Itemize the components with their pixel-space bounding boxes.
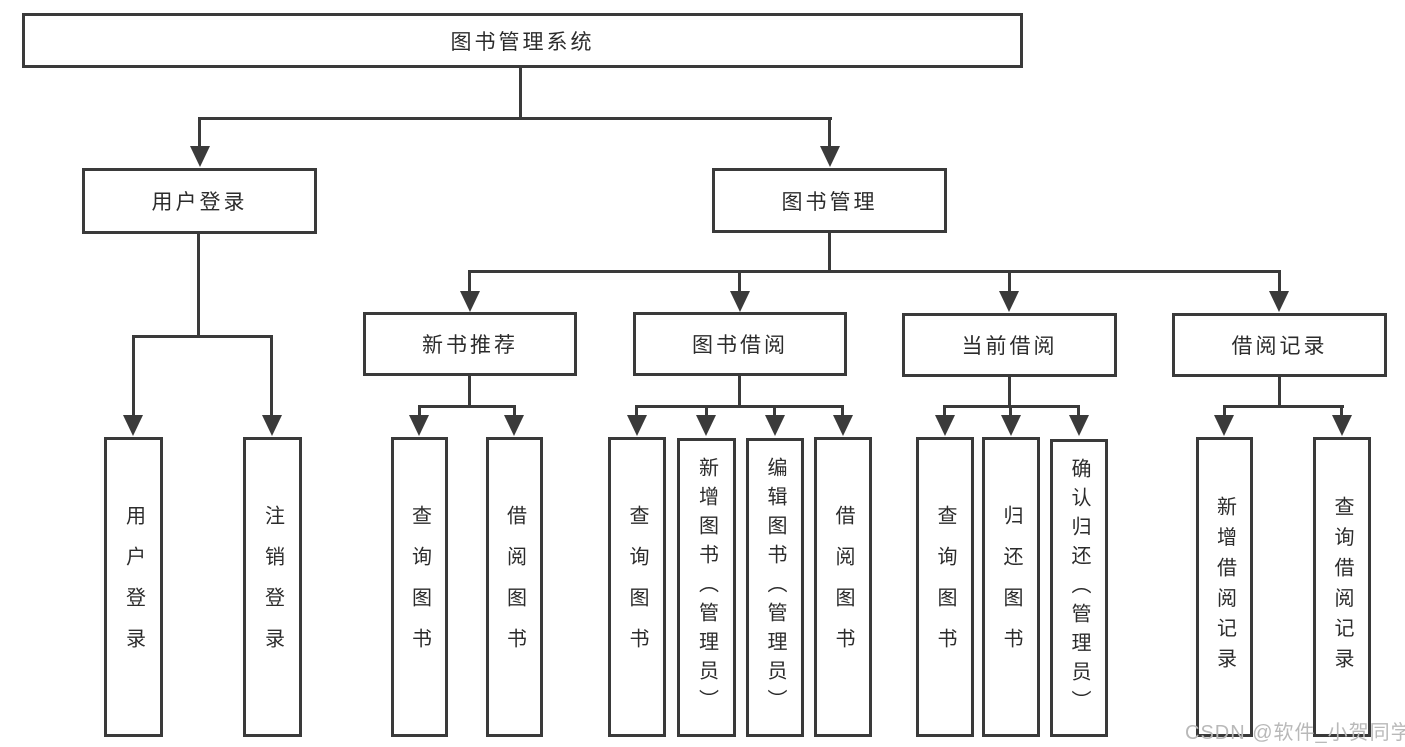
connector-line <box>773 405 776 418</box>
leaf-user-login: 用户登录 <box>104 437 163 737</box>
connector-line <box>418 405 516 408</box>
connector-line <box>635 405 844 408</box>
node-label: 用户登录 <box>151 191 248 214</box>
node-label: 图书管理 <box>781 190 878 214</box>
leaf-query-borrow-record: 查询借阅记录 <box>1313 437 1371 737</box>
connector-line <box>132 335 273 338</box>
leaf-borrow-books-recommend: 借阅图书 <box>486 437 543 737</box>
node-user-login: 用户登录 <box>82 168 317 234</box>
connector-line <box>705 405 708 418</box>
node-label: 图书管理系统 <box>450 30 595 54</box>
connector-line <box>1077 405 1080 418</box>
node-borrowing-records: 借阅记录 <box>1172 313 1387 377</box>
node-label: 新增借阅记录 <box>1213 495 1236 679</box>
arrow-down-icon <box>730 291 750 312</box>
connector-line <box>270 335 273 417</box>
node-label: 新书推荐 <box>422 334 518 357</box>
node-label: 用户登录 <box>122 505 145 669</box>
node-library-management-system: 图书管理系统 <box>22 13 1023 68</box>
connector-line <box>738 270 741 296</box>
connector-line <box>198 117 832 120</box>
arrow-down-icon <box>999 291 1019 312</box>
node-label: 当前借阅 <box>961 335 1058 358</box>
connector-line <box>635 405 638 418</box>
arrow-down-icon <box>123 415 143 436</box>
connector-line <box>468 376 471 407</box>
node-label: 借阅图书 <box>832 505 854 669</box>
connector-line <box>418 405 421 418</box>
node-label: 查询图书 <box>408 505 431 669</box>
connector-line <box>468 270 1281 273</box>
connector-line <box>198 117 201 147</box>
leaf-edit-books-admin: 编辑图书（管理员） <box>746 438 804 737</box>
arrow-down-icon <box>1069 415 1089 436</box>
node-label: 借阅记录 <box>1231 335 1328 358</box>
arrow-down-icon <box>1332 415 1352 436</box>
arrow-down-icon <box>504 415 524 436</box>
connector-line <box>197 234 200 337</box>
leaf-query-books-recommend: 查询图书 <box>391 437 448 737</box>
leaf-query-books-borrowing: 查询图书 <box>608 437 666 737</box>
connector-line <box>943 405 946 418</box>
connector-line <box>468 270 471 296</box>
connector-line <box>132 335 135 417</box>
arrow-down-icon <box>833 415 853 436</box>
node-label: 查询借阅记录 <box>1331 495 1353 679</box>
arrow-down-icon <box>1269 291 1289 312</box>
arrow-down-icon <box>935 415 955 436</box>
node-label: 编辑图书（管理员） <box>764 457 786 718</box>
connector-line <box>513 405 516 418</box>
leaf-add-books-admin: 新增图书（管理员） <box>677 438 736 737</box>
connector-line <box>1340 405 1343 418</box>
arrow-down-icon <box>262 415 282 436</box>
connector-line <box>1008 377 1011 407</box>
node-label: 图书借阅 <box>692 334 788 357</box>
node-label: 借阅图书 <box>503 505 526 669</box>
node-label: 新增图书（管理员） <box>695 457 718 718</box>
node-new-book-recommendation: 新书推荐 <box>363 312 577 376</box>
arrow-down-icon <box>1214 415 1234 436</box>
connector-line <box>519 68 522 118</box>
connector-line <box>1008 270 1011 296</box>
watermark: CSDN @软件_小贺同学 <box>1185 722 1405 744</box>
leaf-confirm-return-admin: 确认归还（管理员） <box>1050 439 1108 737</box>
leaf-return-books: 归还图书 <box>982 437 1040 737</box>
leaf-add-borrow-record: 新增借阅记录 <box>1196 437 1253 737</box>
arrow-down-icon <box>765 415 785 436</box>
connector-line <box>1278 270 1281 296</box>
connector-line <box>1009 405 1012 418</box>
connector-line <box>1278 377 1281 407</box>
arrow-down-icon <box>820 146 840 167</box>
arrow-down-icon <box>190 146 210 167</box>
leaf-borrow-books: 借阅图书 <box>814 437 872 737</box>
connector-line <box>738 376 741 407</box>
connector-line <box>1223 405 1226 418</box>
node-current-borrowing: 当前借阅 <box>902 313 1117 377</box>
node-label: 查询图书 <box>626 505 648 669</box>
node-label: 确认归还（管理员） <box>1068 457 1090 719</box>
arrow-down-icon <box>460 291 480 312</box>
connector-line <box>828 117 831 147</box>
leaf-query-books-current: 查询图书 <box>916 437 974 737</box>
connector-line <box>841 405 844 418</box>
node-label: 注销登录 <box>261 505 284 669</box>
connector-line <box>828 233 831 273</box>
connector-line <box>1223 405 1344 408</box>
node-book-management: 图书管理 <box>712 168 947 233</box>
arrow-down-icon <box>627 415 647 436</box>
leaf-logout: 注销登录 <box>243 437 302 737</box>
arrow-down-icon <box>409 415 429 436</box>
node-label: 归还图书 <box>1000 505 1022 669</box>
arrow-down-icon <box>1001 415 1021 436</box>
node-label: 查询图书 <box>934 505 956 669</box>
arrow-down-icon <box>696 415 716 436</box>
node-book-borrowing: 图书借阅 <box>633 312 847 376</box>
